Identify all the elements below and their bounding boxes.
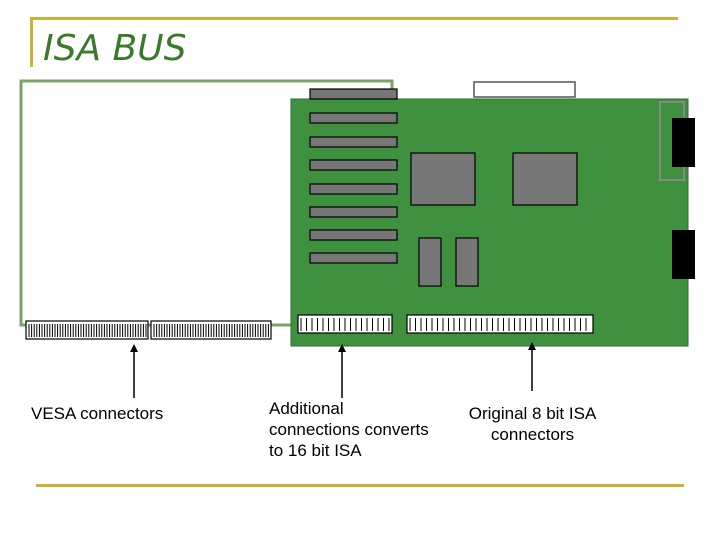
large-chip-left — [410, 152, 476, 206]
title-top-rule — [30, 17, 678, 20]
chip-5 — [309, 183, 398, 195]
arrow-original — [528, 342, 536, 391]
chip-3 — [309, 136, 398, 148]
chip-4 — [309, 159, 398, 171]
chip-8 — [309, 252, 398, 264]
isa8-body — [406, 314, 594, 334]
vesa-connector-left — [25, 320, 149, 340]
isa-board — [290, 98, 689, 347]
large-chip-right — [512, 152, 578, 206]
vesa-connector-right — [150, 320, 272, 340]
small-chip-left — [418, 237, 442, 287]
arrow-vesa — [130, 344, 138, 398]
bracket-port-upper — [672, 118, 695, 167]
label-original-8bit: Original 8 bit ISA connectors — [468, 404, 597, 444]
chip-column — [309, 88, 398, 264]
chip-2 — [309, 112, 398, 124]
chip-6 — [309, 206, 398, 218]
top-port-outline — [473, 81, 576, 98]
label-vesa-connectors: VESA connectors — [31, 404, 164, 423]
chip-7 — [309, 229, 398, 241]
isa-16bit-connector — [297, 314, 393, 334]
bottom-rule — [36, 484, 684, 487]
title-left-rule — [30, 17, 33, 67]
slide-title: ISA BUS — [43, 28, 187, 69]
isa-8bit-connector — [406, 314, 594, 334]
label-additional-connections: Additional connections converts to 16 bi… — [269, 399, 429, 460]
small-chip-right — [455, 237, 479, 287]
chip-1 — [309, 88, 398, 100]
arrow-additional — [338, 344, 346, 398]
bracket-port-lower — [672, 230, 695, 279]
